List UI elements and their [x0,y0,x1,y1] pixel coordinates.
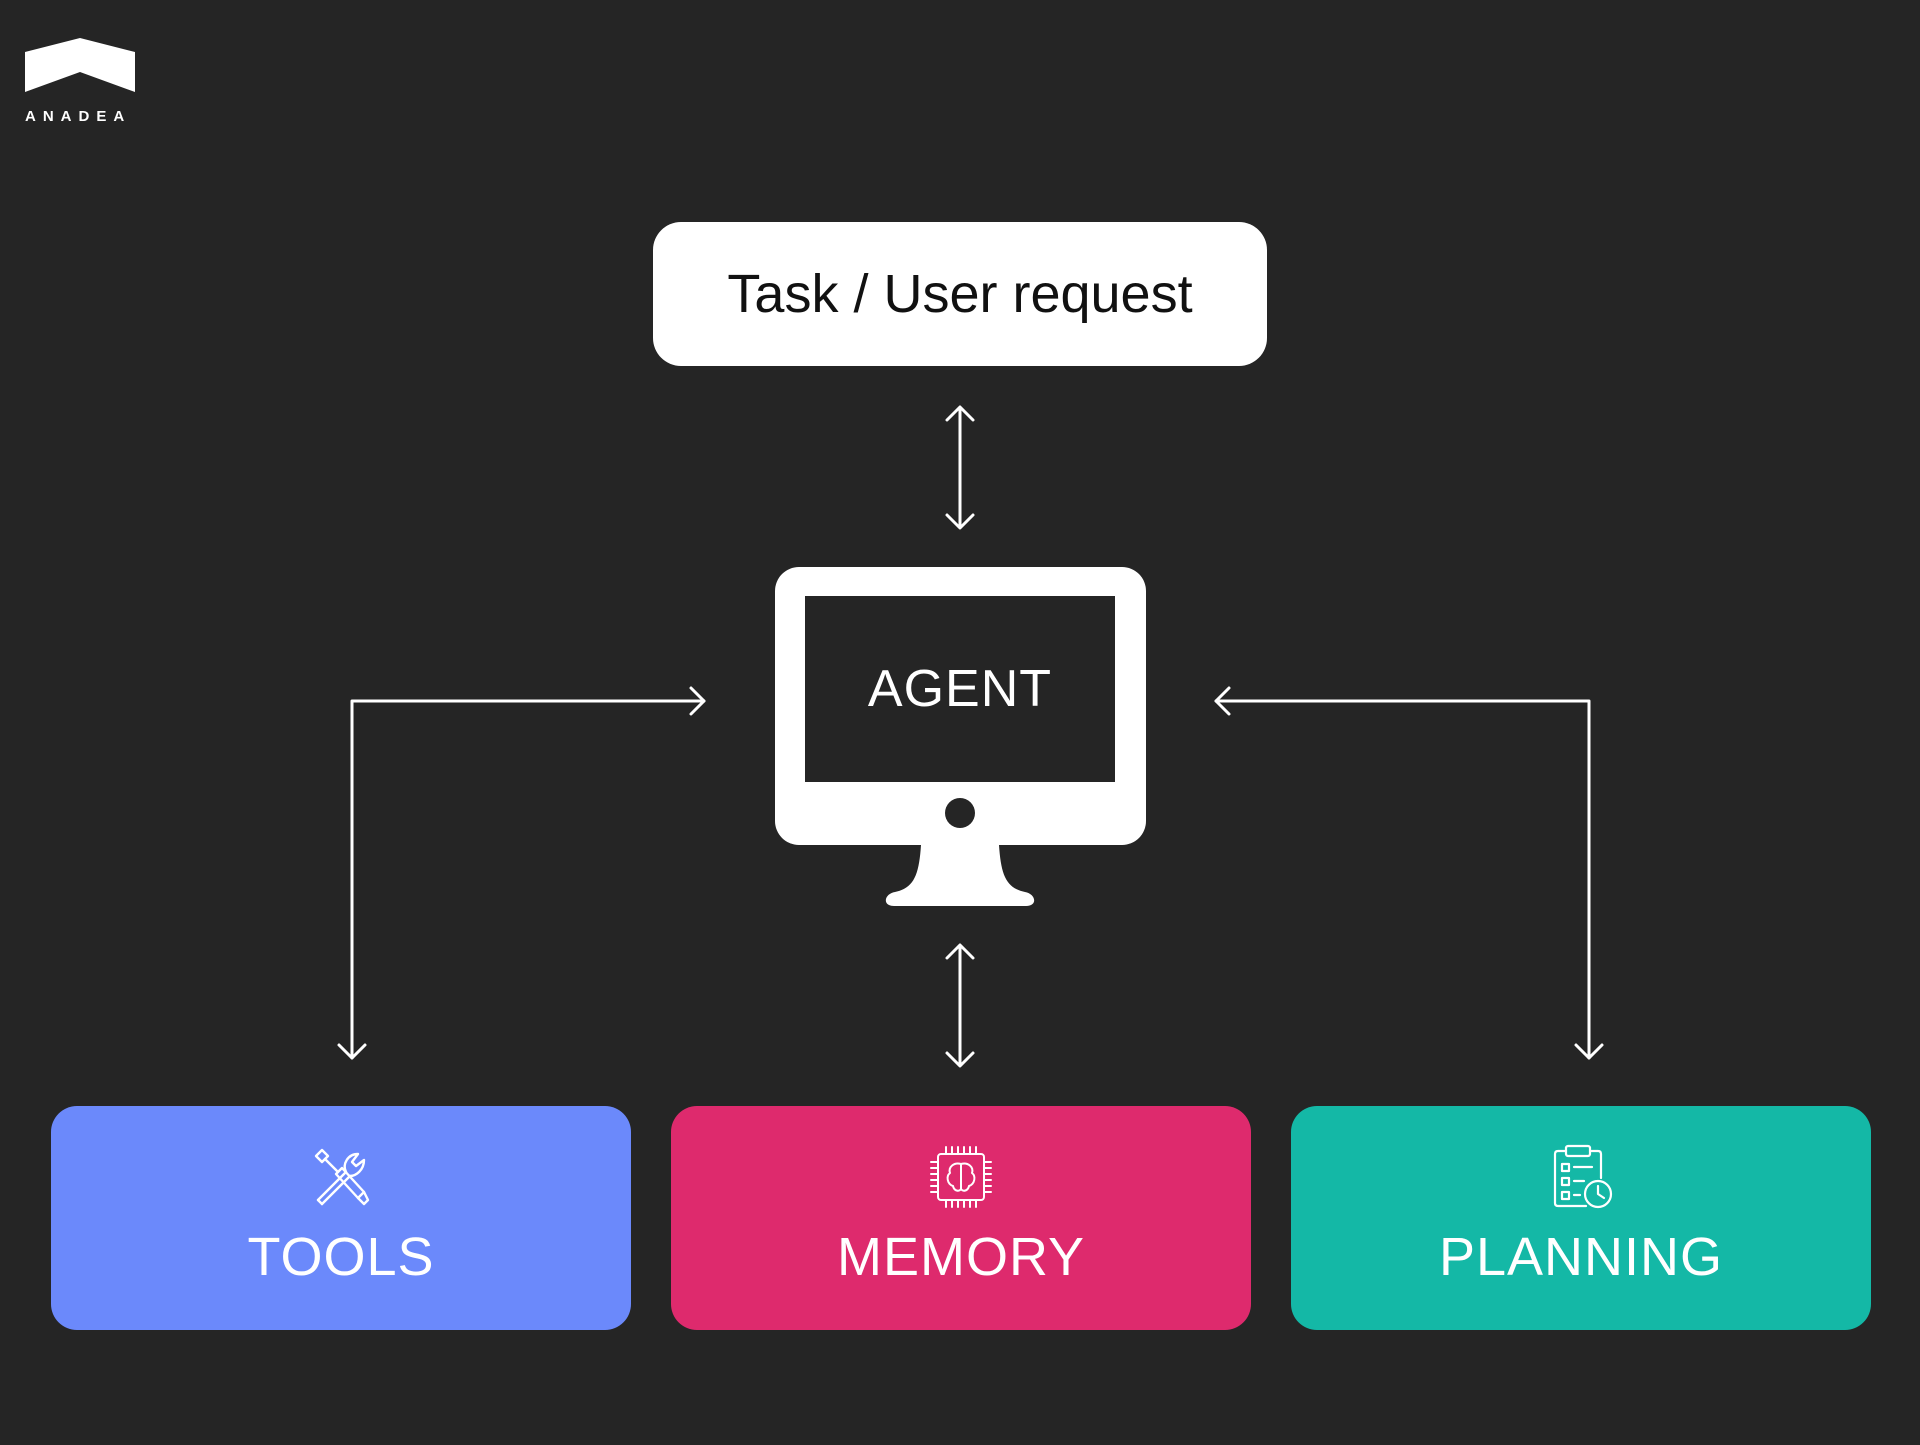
memory-label: MEMORY [836,1227,1086,1287]
anadea-logo-mark [25,38,135,92]
arrow-planning-agent [1214,686,1604,1060]
clipboard-clock-icon [1553,1144,1613,1209]
task-label: Task / User request [727,264,1193,324]
arrow-tools-agent [337,686,706,1060]
anadea-logo: ANADEA [25,38,135,128]
tools-card: TOOLS [51,1106,631,1330]
planning-card: PLANNING [1291,1106,1871,1330]
agent-label: AGENT [867,660,1053,718]
logo-text: ANADEA [25,108,132,125]
task-user-request-box: Task / User request [653,222,1267,366]
tools-label: TOOLS [247,1227,435,1287]
arrow-agent-memory [945,943,975,1068]
brain-chip-icon [930,1146,992,1208]
memory-card: MEMORY [671,1106,1251,1330]
wrench-screwdriver-icon [314,1148,370,1206]
planning-label: PLANNING [1438,1227,1724,1287]
arrow-task-agent [945,405,975,530]
